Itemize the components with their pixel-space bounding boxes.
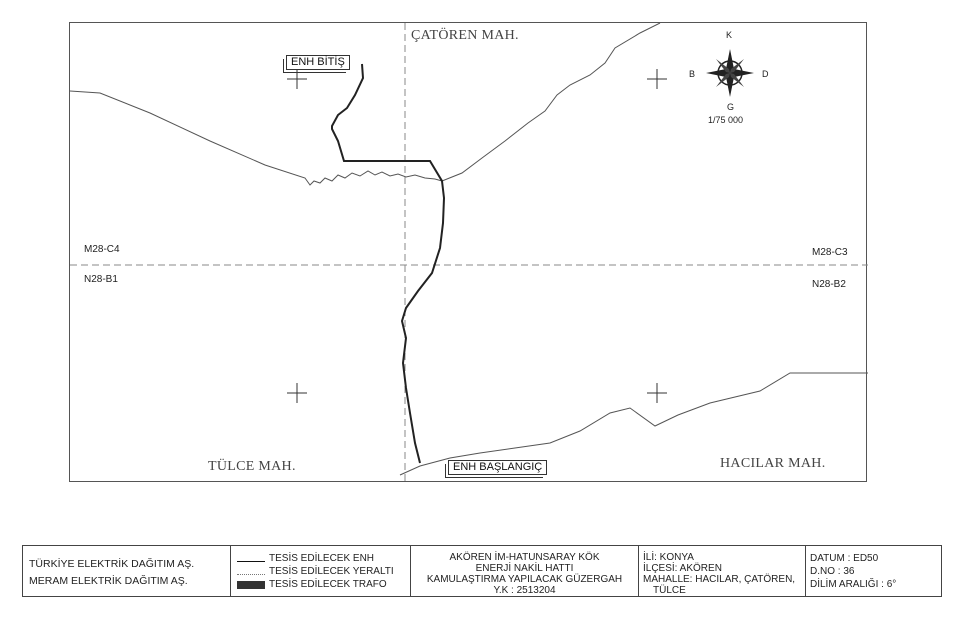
grid-crosshair (647, 69, 667, 89)
legend-label: TESİS EDİLECEK YERALTI (269, 566, 394, 577)
dno-value: D.NO : 36 (810, 566, 855, 577)
sheet-label-se: N28-B2 (812, 279, 846, 290)
route-end-label: ENH BİTİŞ (283, 55, 350, 73)
company-name-primary: TÜRKİYE ELEKTRİK DAĞITIM AŞ. (29, 558, 195, 570)
neighborhood-label-southwest: TÜLCE MAH. (208, 459, 296, 474)
legend-item-trafo: TESİS EDİLECEK TRAFO (237, 578, 410, 591)
map-frame: ÇATÖREN MAH. TÜLCE MAH. HACILAR MAH. M28… (69, 22, 868, 483)
boundary-line-north-west (70, 90, 443, 186)
location-ilce: İLÇESİ: AKÖREN (643, 563, 722, 574)
location-mahalle: MAHALLE: HACILAR, ÇATÖREN, (643, 574, 796, 585)
dilim-value: DİLİM ARALIĞI : 6° (810, 579, 897, 590)
datum-cell: DATUM : ED50 D.NO : 36 DİLİM ARALIĞI : 6… (806, 546, 941, 596)
compass-south-label: G (727, 102, 735, 112)
route-start-label: ENH BAŞLANGIÇ (444, 460, 548, 478)
legend-label: TESİS EDİLECEK ENH (269, 553, 375, 564)
boundary-line-south (399, 372, 868, 476)
legend-cell: TESİS EDİLECEK ENH TESİS EDİLECEK YERALT… (231, 546, 411, 596)
compass-east-label: D (762, 69, 769, 79)
map-scale: 1/75 000 (708, 115, 744, 125)
legend-item-enh: TESİS EDİLECEK ENH (237, 552, 410, 565)
location-mahalle-cont: TÜLCE (653, 585, 686, 596)
legend-label: TESİS EDİLECEK TRAFO (269, 579, 387, 590)
datum-value: DATUM : ED50 (810, 553, 879, 564)
location-cell: İLİ: KONYA İLÇESİ: AKÖREN MAHALLE: HACIL… (639, 546, 806, 596)
map-canvas (70, 23, 868, 483)
grid-crosshair (647, 383, 667, 403)
location-il: İLİ: KONYA (643, 552, 694, 563)
project-title-line2: ENERJİ NAKİL HATTI (475, 563, 574, 574)
compass-north-label: K (726, 30, 733, 40)
solid-line-icon (237, 556, 265, 562)
enh-route-line (331, 63, 446, 464)
sheet-label-nw: M28-C4 (84, 244, 120, 255)
neighborhood-label-southeast: HACILAR MAH. (720, 456, 826, 471)
sheet-label-sw: N28-B1 (84, 274, 118, 285)
title-block: TÜRKİYE ELEKTRİK DAĞITIM AŞ. MERAM ELEKT… (22, 545, 942, 597)
compass-rose-icon (706, 49, 754, 97)
project-title-line1: AKÖREN İM-HATUNSARAY KÖK (449, 552, 600, 563)
legend-item-yeralti: TESİS EDİLECEK YERALTI (237, 565, 410, 578)
sheet-label-ne: M28-C3 (812, 247, 848, 258)
filled-box-icon (237, 580, 265, 589)
boundary-line-north-east (441, 23, 661, 182)
company-cell: TÜRKİYE ELEKTRİK DAĞITIM AŞ. MERAM ELEKT… (23, 546, 231, 596)
neighborhood-label-north: ÇATÖREN MAH. (411, 28, 519, 43)
grid-crosshair (287, 383, 307, 403)
project-yk: Y.K : 2513204 (493, 585, 556, 596)
compass-west-label: B (689, 69, 696, 79)
project-title-line3: KAMULAŞTIRMA YAPILACAK GÜZERGAH (426, 574, 623, 585)
project-cell: AKÖREN İM-HATUNSARAY KÖK ENERJİ NAKİL HA… (411, 546, 639, 596)
dotted-line-icon (237, 569, 265, 575)
grid-crosshair (287, 69, 307, 89)
company-name-secondary: MERAM ELEKTRİK DAĞITIM AŞ. (29, 575, 188, 587)
